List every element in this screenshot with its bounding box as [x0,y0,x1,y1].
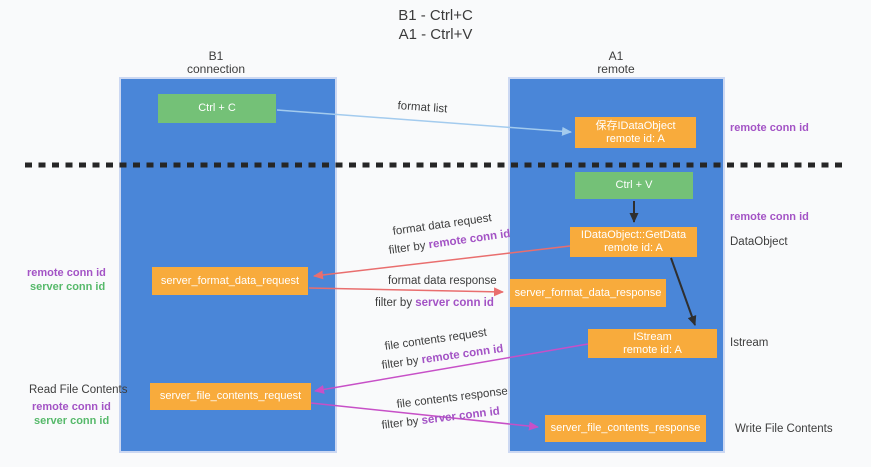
remote-conn-id-label-mid-left: remote conn id [27,267,106,279]
remote-conn-id-label-mid-right: remote conn id [730,211,809,223]
column-b1-role: connection [186,62,246,76]
ctrl-c-box: Ctrl + C [158,94,276,123]
remote-conn-id-label-bottom-left: remote conn id [32,401,111,413]
idataobject-getdata-box: IDataObject::GetData remote id: A [570,227,697,257]
column-a1-name: A1 [608,49,624,63]
read-file-contents-label: Read File Contents [29,384,128,396]
diagram-title: B1 - Ctrl+C A1 - Ctrl+V [0,6,871,44]
remote-conn-id-text: remote conn id [427,227,512,252]
format-data-response-arrow [308,287,504,297]
server-file-contents-request-label: server_file_contents_request [159,390,302,402]
istream-line1: IStream [633,330,672,343]
title-line-1: B1 - Ctrl+C [398,7,473,24]
filter-by-text: filter by [381,354,423,372]
server-file-contents-response-label: server_file_contents_response [550,422,701,434]
format-data-response-label: format data response [388,275,497,287]
istream-box: IStream remote id: A [588,329,717,358]
server-file-contents-response-box: server_file_contents_response [545,415,706,442]
server-file-contents-request-box: server_file_contents_request [150,383,311,410]
ctrl-c-label: Ctrl + C [198,102,236,114]
remote-conn-id-text: remote conn id [420,342,505,367]
server-conn-id-text: server conn id [415,297,494,309]
column-header-a1: A1 remote [556,50,676,76]
filter-by-text: filter by [388,239,430,257]
server-format-data-response-box: server_format_data_response [510,279,666,307]
title-line-2: A1 - Ctrl+V [398,26,473,43]
istream-line2: remote id: A [623,343,682,356]
column-a1-role: remote [597,62,635,76]
getdata-line1: IDataObject::GetData [580,229,687,241]
dataobject-label: DataObject [730,236,788,248]
filter-by-text: filter by [381,415,423,432]
column-b1-name: B1 [208,49,224,63]
server-format-data-request-label: server_format_data_request [160,274,300,287]
server-format-data-response-label: server_format_data_response [514,286,662,299]
server-format-data-request-box: server_format_data_request [152,267,308,295]
write-file-contents-label: Write File Contents [735,423,833,435]
remote-conn-id-label-top-right: remote conn id [730,122,809,134]
server-conn-id-label-bottom-left: server conn id [34,415,110,427]
server-conn-id-text: server conn id [420,405,501,428]
saved-idataobject-box: 保存IDataObject remote id: A [575,117,696,148]
saved-idataobject-line2: remote id: A [606,132,665,145]
column-header-b1: B1 connection [156,50,276,76]
saved-idataobject-line1: 保存IDataObject [595,119,676,132]
server-conn-id-label-mid-left: server conn id [30,281,106,293]
format-data-response-filter-label: filter by server conn id [375,297,494,309]
istream-side-label: Istream [730,337,769,349]
filter-by-text: filter by [375,297,416,309]
getdata-line2: remote id: A [604,242,663,254]
ctrl-v-label: Ctrl + V [615,179,653,191]
format-list-label: format list [397,100,448,116]
ctrl-v-box: Ctrl + V [575,172,693,199]
